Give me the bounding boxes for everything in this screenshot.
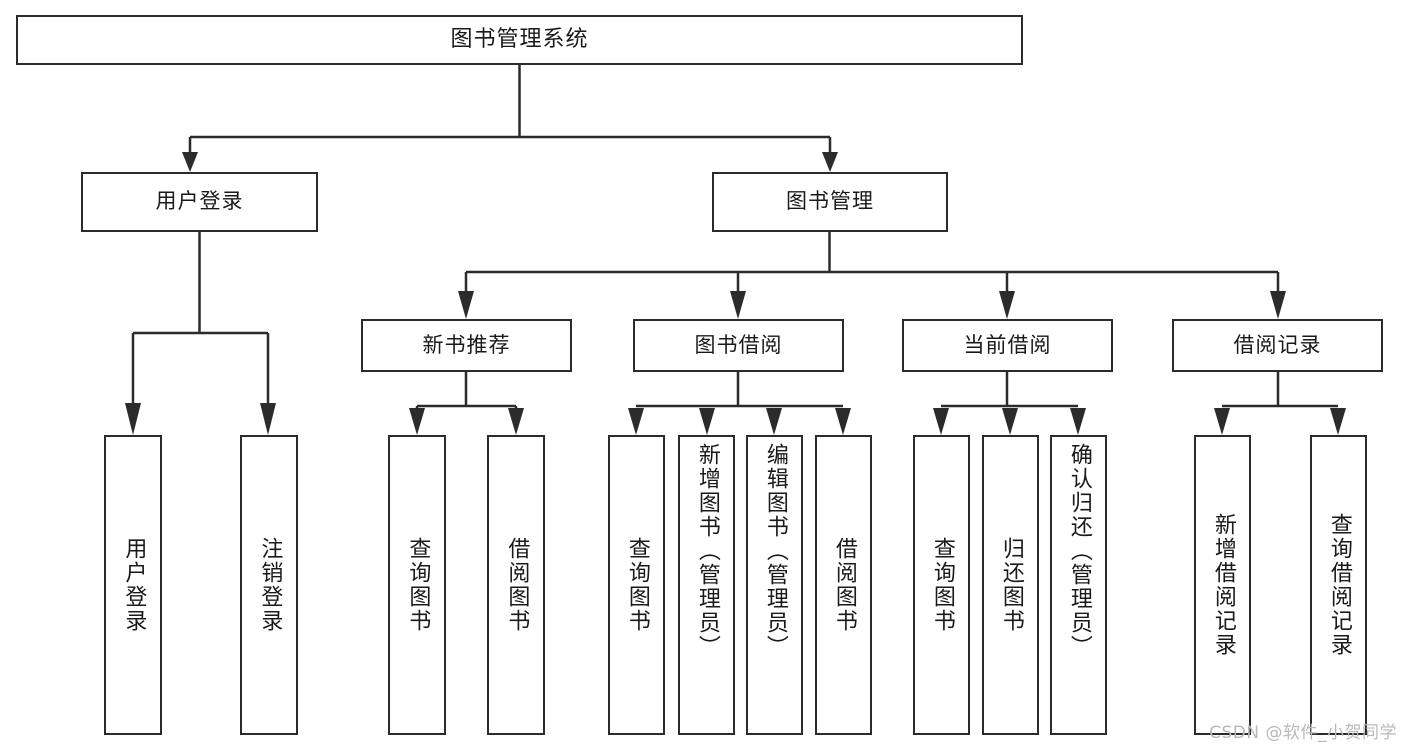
arrowhead-leaf-br-1 bbox=[1214, 408, 1230, 435]
node-borrow-record-label: 借阅记录 bbox=[1233, 332, 1322, 357]
leaf-new-book-2-label: 借阅图书 bbox=[504, 537, 530, 633]
leaf-book-borrow-2[interactable]: 新增图书（管理员） bbox=[678, 435, 735, 735]
watermark: CSDN @软件_小贺同学 bbox=[1209, 723, 1397, 743]
node-book-manage[interactable]: 图书管理 bbox=[712, 172, 948, 232]
leaf-new-book-2[interactable]: 借阅图书 bbox=[487, 435, 545, 735]
leaf-book-borrow-3-label: 编辑图书（管理员） bbox=[762, 443, 788, 659]
leaf-borrow-record-1[interactable]: 新增借阅记录 bbox=[1194, 435, 1251, 735]
arrowhead-borrow-record bbox=[1270, 291, 1286, 319]
arrowhead-book-manage bbox=[822, 152, 838, 172]
node-user-login-label: 用户登录 bbox=[155, 189, 244, 214]
node-current-borrow[interactable]: 当前借阅 bbox=[902, 319, 1113, 372]
arrowhead-leaf-bb-1 bbox=[628, 408, 644, 435]
arrowhead-leaf-cb-3 bbox=[1070, 408, 1086, 435]
leaf-current-borrow-1-label: 查询图书 bbox=[929, 537, 955, 633]
arrowhead-leaf-user-login-2 bbox=[260, 403, 276, 435]
leaf-user-login-1[interactable]: 用户登录 bbox=[104, 435, 162, 735]
node-book-manage-label: 图书管理 bbox=[786, 189, 874, 214]
leaf-current-borrow-1[interactable]: 查询图书 bbox=[913, 435, 970, 735]
node-new-book[interactable]: 新书推荐 bbox=[361, 319, 572, 372]
arrowhead-book-borrow bbox=[730, 291, 746, 319]
arrowhead-leaf-bb-4 bbox=[835, 408, 851, 435]
leaf-user-login-2[interactable]: 注销登录 bbox=[240, 435, 298, 735]
leaf-book-borrow-1[interactable]: 查询图书 bbox=[608, 435, 665, 735]
leaf-book-borrow-3[interactable]: 编辑图书（管理员） bbox=[746, 435, 803, 735]
node-new-book-label: 新书推荐 bbox=[422, 332, 511, 357]
leaf-current-borrow-3[interactable]: 确认归还（管理员） bbox=[1050, 435, 1107, 735]
arrowhead-leaf-bb-3 bbox=[766, 408, 782, 435]
leaf-book-borrow-4-label: 借阅图书 bbox=[831, 537, 857, 633]
arrowhead-leaf-user-login-1 bbox=[125, 403, 141, 435]
node-user-login[interactable]: 用户登录 bbox=[81, 172, 318, 232]
leaf-user-login-1-label: 用户登录 bbox=[121, 537, 147, 633]
arrowhead-leaf-cb-1 bbox=[933, 408, 949, 435]
leaf-current-borrow-2[interactable]: 归还图书 bbox=[982, 435, 1039, 735]
arrowhead-new-book bbox=[458, 291, 474, 319]
leaf-borrow-record-2[interactable]: 查询借阅记录 bbox=[1310, 435, 1367, 735]
leaf-user-login-2-label: 注销登录 bbox=[257, 537, 283, 633]
leaf-new-book-1[interactable]: 查询图书 bbox=[388, 435, 446, 735]
arrowhead-leaf-cb-2 bbox=[1002, 408, 1018, 435]
leaf-book-borrow-1-label: 查询图书 bbox=[624, 537, 650, 633]
leaf-book-borrow-4[interactable]: 借阅图书 bbox=[815, 435, 872, 735]
arrowhead-leaf-br-2 bbox=[1330, 408, 1346, 435]
leaf-borrow-record-1-label: 新增借阅记录 bbox=[1210, 513, 1236, 657]
leaf-book-borrow-2-label: 新增图书（管理员） bbox=[694, 443, 720, 659]
leaf-borrow-record-2-label: 查询借阅记录 bbox=[1326, 513, 1352, 657]
node-book-borrow[interactable]: 图书借阅 bbox=[633, 319, 844, 372]
arrowhead-user-login bbox=[182, 152, 198, 172]
node-current-borrow-label: 当前借阅 bbox=[963, 332, 1052, 357]
arrowhead-leaf-new-book-2 bbox=[508, 408, 524, 435]
node-root-label: 图书管理系统 bbox=[450, 26, 589, 52]
leaf-current-borrow-2-label: 归还图书 bbox=[998, 537, 1024, 633]
leaf-new-book-1-label: 查询图书 bbox=[405, 537, 431, 633]
node-borrow-record[interactable]: 借阅记录 bbox=[1172, 319, 1383, 372]
arrowhead-leaf-bb-2 bbox=[699, 408, 715, 435]
node-root[interactable]: 图书管理系统 bbox=[16, 15, 1023, 65]
arrowhead-current-borrow bbox=[999, 291, 1015, 319]
node-book-borrow-label: 图书借阅 bbox=[694, 332, 783, 357]
arrowhead-leaf-new-book-1 bbox=[409, 408, 425, 435]
leaf-current-borrow-3-label: 确认归还（管理员） bbox=[1066, 443, 1092, 659]
